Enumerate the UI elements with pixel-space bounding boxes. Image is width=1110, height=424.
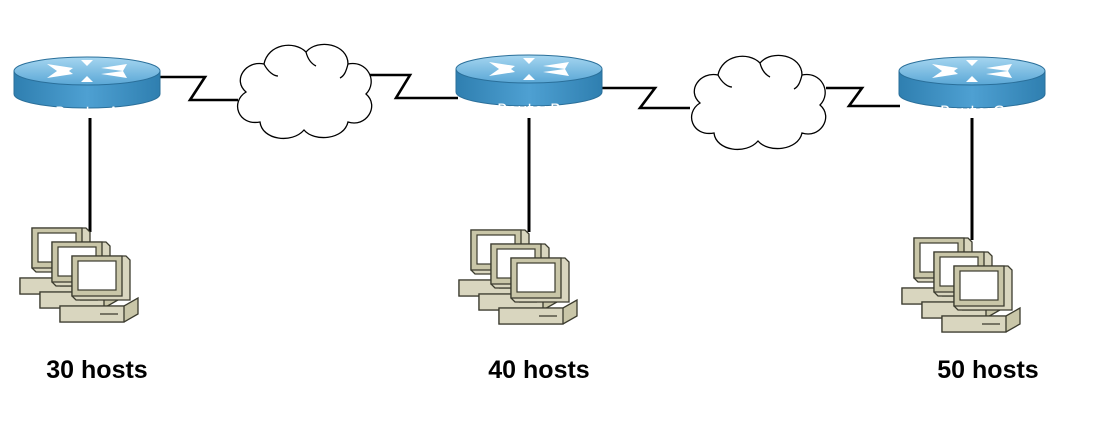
lan-links bbox=[88, 118, 974, 240]
lan-a-hosts-label: 30 hosts bbox=[46, 356, 147, 384]
wan-links bbox=[158, 73, 900, 110]
serial-link-cloud2-c bbox=[826, 86, 900, 108]
router-c: RouterC bbox=[898, 56, 1046, 121]
serial-link-cloud1-b bbox=[370, 73, 458, 100]
workstation-group-a-icon bbox=[20, 228, 138, 322]
wan-cloud-2-icon bbox=[690, 54, 827, 151]
router-label: RouterA bbox=[55, 103, 119, 122]
router-a: RouterA bbox=[13, 56, 161, 122]
wan-cloud-1-icon bbox=[236, 43, 373, 140]
router-icon bbox=[13, 56, 161, 109]
router-b: RouterB bbox=[455, 54, 603, 119]
router-icon bbox=[455, 54, 603, 107]
router-icon bbox=[898, 56, 1046, 109]
workstation-group-b-icon bbox=[459, 230, 577, 324]
serial-link-b-cloud2 bbox=[602, 86, 690, 110]
router-label: RouterB bbox=[497, 100, 561, 119]
serial-link-a-cloud1 bbox=[158, 75, 238, 102]
lan-c-hosts-label: 50 hosts bbox=[937, 356, 1038, 384]
router-label: RouterC bbox=[940, 102, 1004, 121]
lan-b-hosts-label: 40 hosts bbox=[488, 356, 589, 384]
workstation-group-c-icon bbox=[902, 238, 1020, 332]
